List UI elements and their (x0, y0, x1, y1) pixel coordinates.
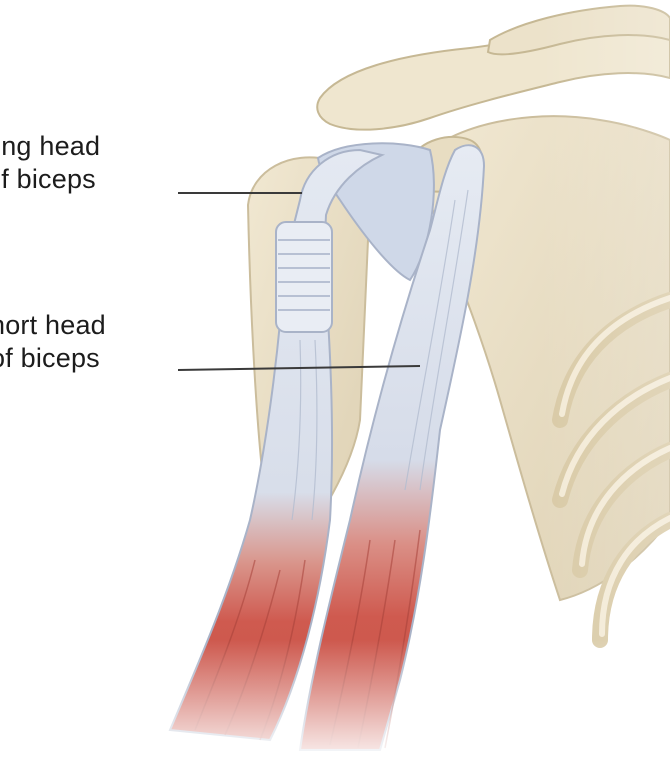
short-head-label: hort head of biceps (0, 309, 106, 375)
long-head-label-line1: ong head (0, 130, 100, 163)
short-head-label-line2: of biceps (0, 342, 106, 375)
long-head-label-line2: of biceps (0, 163, 100, 196)
long-head-label: ong head of biceps (0, 130, 100, 196)
short-head-label-line1: hort head (0, 309, 106, 342)
transverse-ligament (276, 222, 332, 332)
